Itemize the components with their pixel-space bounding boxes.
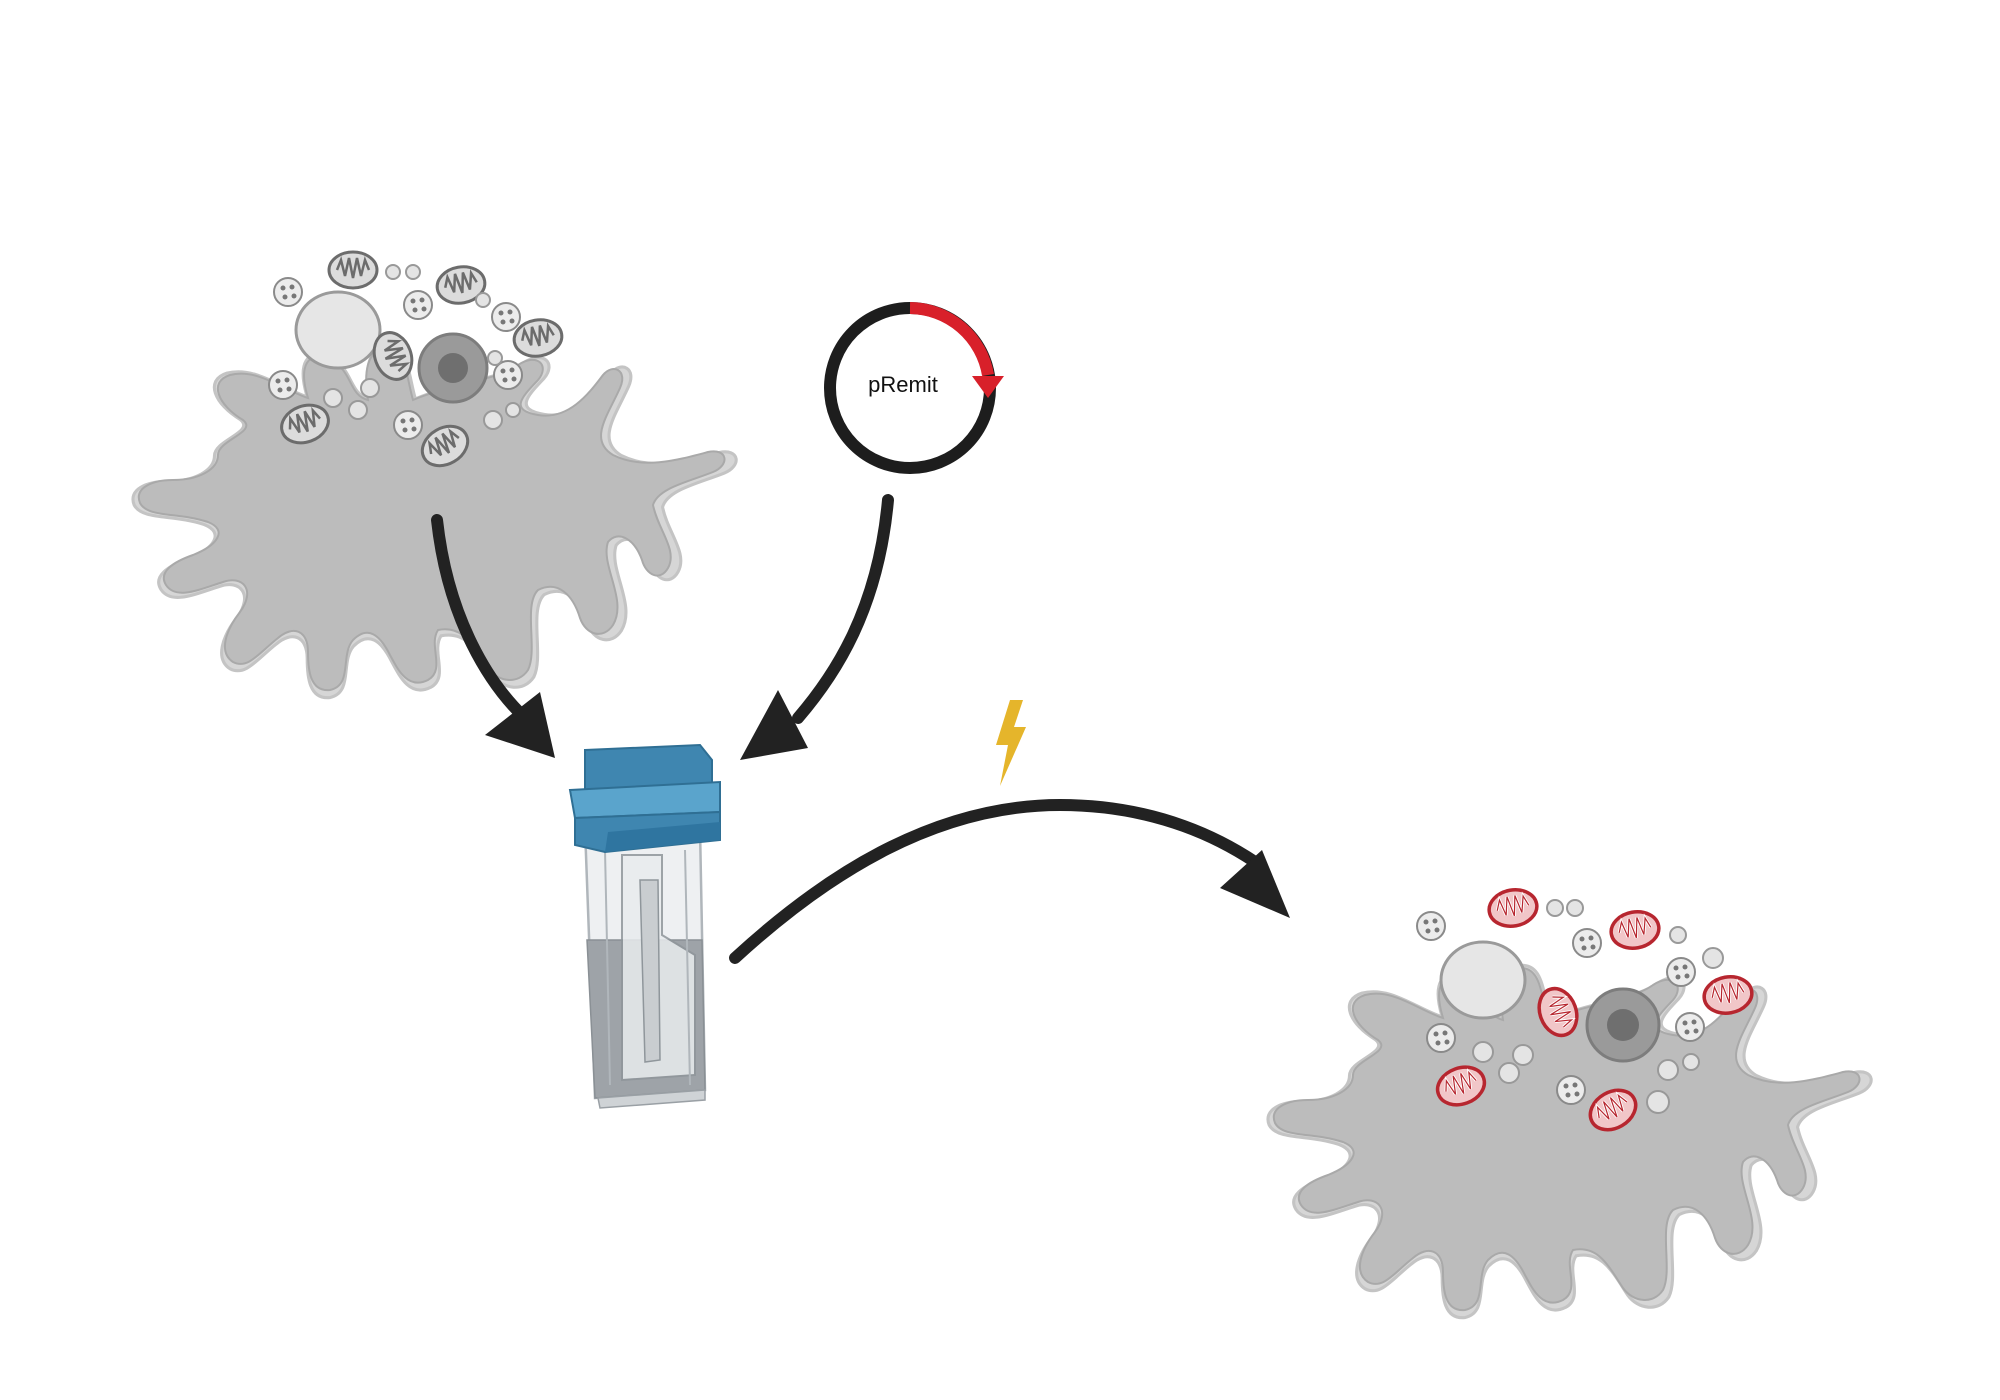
amoeba-cell-icon — [131, 250, 738, 700]
arrow-cell-to-cuvette — [431, 514, 555, 758]
vacuole — [1439, 940, 1527, 1020]
arrow-cuvette-to-labeled-cell — [729, 798, 1290, 964]
lightning-bolt-icon — [996, 700, 1026, 786]
electroporation-cuvette-icon — [568, 743, 721, 1109]
vacuole — [294, 290, 382, 370]
labeled-amoeba-cell-icon — [1266, 884, 1873, 1320]
arrow-plasmid-to-cuvette — [740, 494, 894, 760]
plasmid-icon: pRemit — [824, 302, 1004, 474]
plasmid-label: pRemit — [868, 372, 938, 397]
